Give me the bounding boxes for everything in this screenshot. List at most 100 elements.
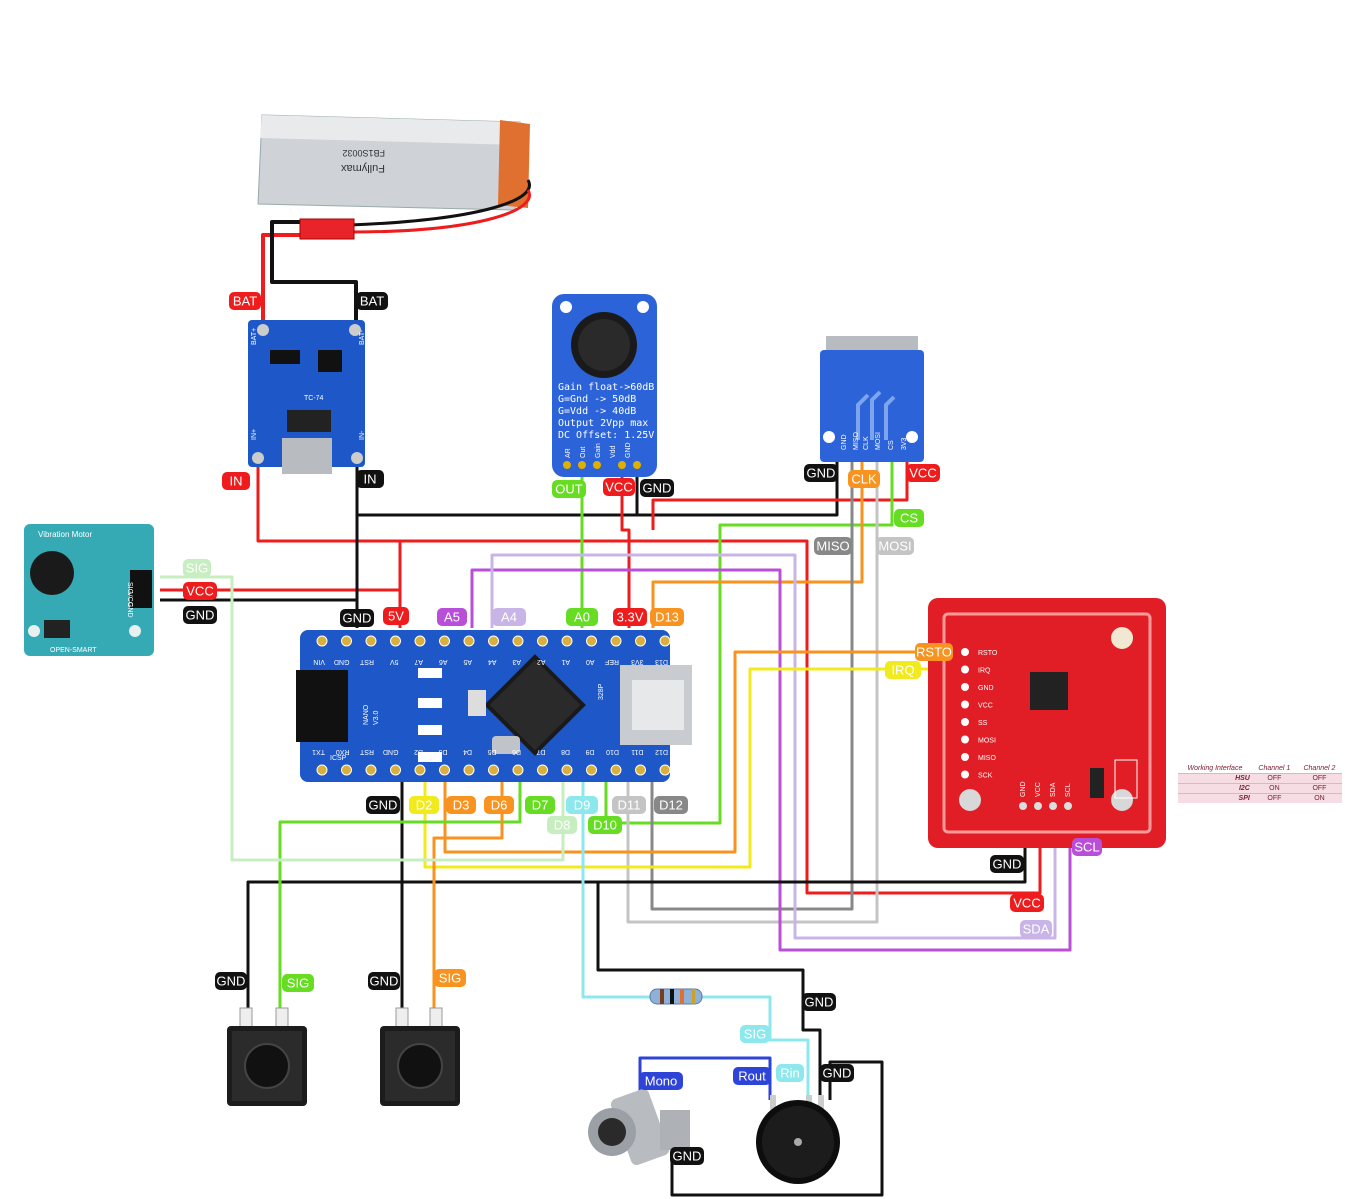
rfid-pin-label: SCK xyxy=(978,773,993,780)
pin-label-bat-red: BAT xyxy=(229,292,261,310)
pin-label-text: MISO xyxy=(816,539,849,554)
pin-label-mono: Mono xyxy=(639,1072,683,1090)
pin-label-b-d11: D11 xyxy=(612,796,646,814)
pin-label-text: 3.3V xyxy=(617,610,644,625)
vib-pin-vcc: VCC xyxy=(126,592,133,607)
pin-label-btn2-sig: SIG xyxy=(434,969,466,987)
pin-label-text: VCC xyxy=(909,466,936,481)
pin-label-text: A0 xyxy=(574,610,590,625)
pin-label-pot-gnd-top: GND xyxy=(802,993,836,1011)
pin-label-text: SIG xyxy=(439,971,461,986)
pin-label-b-d10: D10 xyxy=(588,816,622,834)
pin-label-bg xyxy=(670,1147,704,1165)
mic-line-4: DC Offset: 1.25V xyxy=(558,430,654,441)
pin-label-text: GND xyxy=(370,974,399,989)
sd-pin-gnd: GND xyxy=(841,434,848,450)
nano-top-pin-hole xyxy=(537,635,548,647)
nano-top-pin-label: D13 xyxy=(655,658,668,665)
pin-label-b-d12: D12 xyxy=(654,796,688,814)
pin-label-bg xyxy=(446,796,476,814)
wire-a4 xyxy=(490,553,1057,940)
pin-label-text: IRQ xyxy=(891,663,914,678)
pin-label-bg xyxy=(820,1064,854,1082)
nano-bottom-pin-hole xyxy=(414,764,426,776)
pin-label-text: BAT xyxy=(233,294,257,309)
pin-label-text: Mono xyxy=(645,1074,678,1089)
pin-label-n-a0: A0 xyxy=(566,608,598,626)
pin-label-bg xyxy=(566,796,598,814)
pin-label-bg xyxy=(588,816,622,834)
pin-label-vib-sig: SIG xyxy=(183,559,211,577)
pin-label-bg xyxy=(492,608,526,626)
pin-label-text: D3 xyxy=(453,798,470,813)
nano-bottom-pin-hole xyxy=(439,764,450,776)
pin-label-bg xyxy=(434,969,466,987)
nano-bottom-pin-hole xyxy=(561,764,573,776)
pin-label-bg xyxy=(639,1072,683,1090)
pin-label-text: D8 xyxy=(554,818,571,833)
rfid-pin-hole xyxy=(961,735,969,744)
pin-label-bg xyxy=(229,292,261,310)
nano-bottom-pin-label: D4 xyxy=(463,748,472,755)
interface-header-ch1: Channel 1 xyxy=(1258,765,1291,772)
nano-bottom-pin-hole xyxy=(512,764,524,776)
nano-top-pin-hole xyxy=(365,635,377,647)
pin-label-text: SIG xyxy=(744,1027,766,1042)
pin-label-btn2-gnd: GND xyxy=(368,972,400,990)
pin-label-b-d2: D2 xyxy=(409,796,439,814)
rfid-bottom-pin-sda: SDA xyxy=(1050,782,1057,797)
mic-pin-gain: Gain xyxy=(595,443,602,458)
audio-jack xyxy=(588,1088,690,1166)
pin-label-text: OUT xyxy=(555,482,583,497)
interface-header-mode: Working Interface xyxy=(1187,765,1243,772)
nano-top-pin-label: A4 xyxy=(488,658,497,665)
nano-version: V3.0 xyxy=(373,710,380,725)
pn532-chip xyxy=(1030,672,1068,710)
wire-sd-cs xyxy=(604,460,894,825)
rfid-pin-hole xyxy=(961,665,969,674)
pin-label-btn1-gnd: GND xyxy=(215,972,247,990)
nano-bottom-pin-label: D5 xyxy=(487,748,496,755)
nano-bottom-pin-label: D12 xyxy=(655,748,668,755)
pin-label-bg xyxy=(552,480,586,498)
pin-label-text: Rout xyxy=(738,1069,766,1084)
pin-label-text: GND xyxy=(643,481,672,496)
pin-label-mic-gnd: GND xyxy=(640,479,674,497)
pin-label-text: D2 xyxy=(416,798,433,813)
pin-label-bg xyxy=(1010,894,1044,912)
nano-bottom-pin-hole xyxy=(463,764,475,776)
pin-label-bg xyxy=(603,478,635,496)
pin-label-bg xyxy=(990,855,1024,873)
nano-bottom-pin-label: D11 xyxy=(631,748,643,755)
pin-label-r-rsto: RSTO xyxy=(915,643,953,661)
pin-label-text: 5V xyxy=(388,609,404,624)
rfid-pin-label: MOSI xyxy=(978,738,996,745)
pin-label-bg xyxy=(776,1064,804,1082)
pin-label-r-irq: IRQ xyxy=(885,661,921,679)
rfid-pin-label: SS xyxy=(978,720,988,727)
rfid-pin-label: RSTO xyxy=(978,650,998,657)
nano-top-pin-label: VIN xyxy=(313,658,325,665)
push-button-1 xyxy=(227,1007,307,1106)
nano-top-pin-label: A3 xyxy=(512,658,521,665)
pin-label-bg xyxy=(885,661,921,679)
pin-label-text: D10 xyxy=(593,818,617,833)
pin-label-bg xyxy=(437,608,467,626)
vib-pin-gnd: GND xyxy=(126,602,133,618)
rfid-bottom-pin-vcc: VCC xyxy=(1035,782,1042,797)
mic-line-2: G=Vdd -> 40dB xyxy=(558,406,636,417)
pin-label-bg xyxy=(340,609,374,627)
interface-row-mode: SPI xyxy=(1178,793,1252,803)
pin-label-jack-gnd: GND xyxy=(670,1147,704,1165)
pin-label-pot-sig: SIG xyxy=(740,1025,770,1043)
pin-label-b-d8: D8 xyxy=(547,816,577,834)
pin-label-n-gnd: GND xyxy=(340,609,374,627)
nano-top-pin-label: 3V3 xyxy=(631,658,644,665)
pin-label-r-vcc: VCC xyxy=(1010,894,1044,912)
pin-label-bg xyxy=(1072,838,1102,856)
rfid-pin-hole xyxy=(961,770,969,779)
charger-silk-bat-plus: BAT+ xyxy=(251,328,258,345)
table-row: I2C ON OFF xyxy=(1178,783,1342,794)
